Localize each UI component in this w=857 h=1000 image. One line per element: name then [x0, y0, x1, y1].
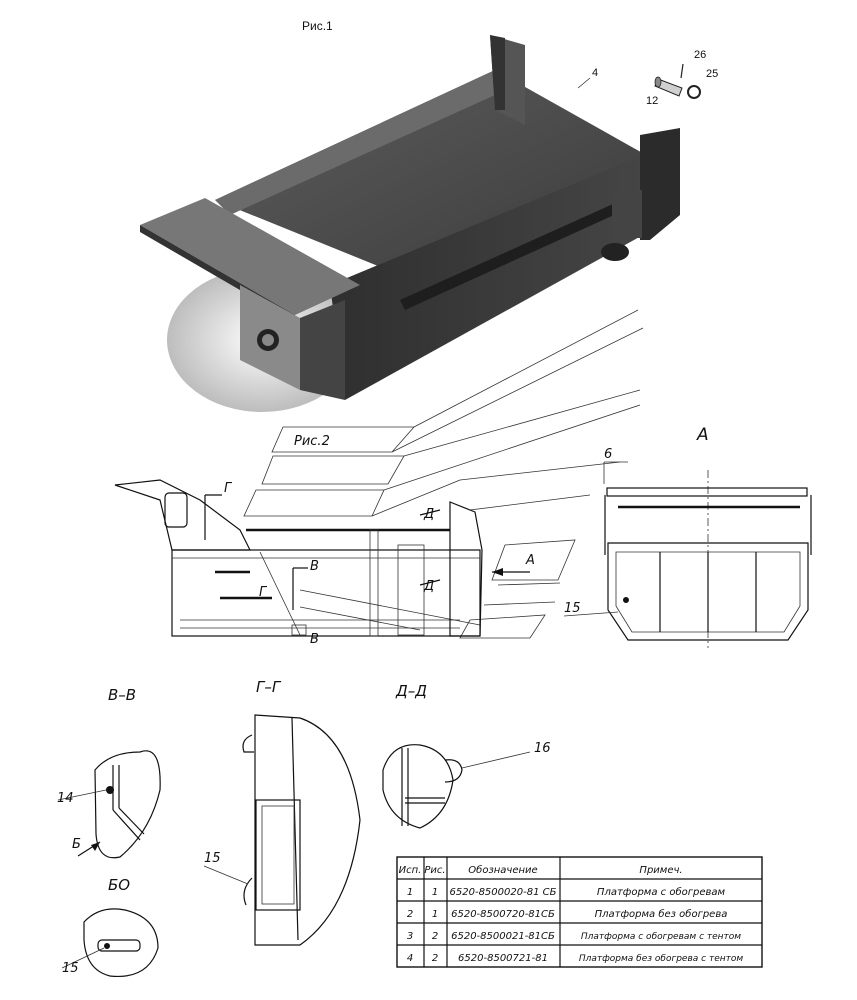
cell-variant: 2: [407, 909, 413, 920]
section-dd: [382, 744, 531, 829]
variants-table: [396, 856, 763, 968]
cell-figure: 2: [432, 953, 438, 964]
section-gg-title: Г–Г: [256, 678, 282, 696]
cell-figure: 1: [432, 887, 438, 898]
view-b-title: БО: [108, 876, 130, 894]
section-bb-title: В–В: [108, 686, 136, 704]
th-variant: Исп.: [399, 865, 422, 876]
cell-note: Платформа без обогрева с тентом: [579, 954, 744, 964]
cotter-26: [680, 63, 684, 79]
cell-note: Платформа без обогрева: [595, 908, 728, 920]
washer-25: [687, 85, 701, 99]
section-gg: [203, 714, 361, 946]
ref-label-fig2: Рис.2: [294, 434, 330, 449]
cell-designation: 6520-8500020-81 СБ: [450, 887, 557, 898]
section-bb-callout-14: 14: [57, 791, 74, 806]
table-row: 1 1 6520-8500020-81 СБ Платформа с обогр…: [407, 886, 726, 898]
view-b: [61, 908, 159, 978]
section-mark-v1: В: [310, 559, 319, 574]
body-rear-frame: [640, 128, 680, 240]
side-rear-frame: [449, 501, 483, 637]
cell-variant: 3: [407, 931, 413, 942]
view-a: [563, 461, 812, 648]
cell-variant: 1: [407, 887, 413, 898]
callout-25: 25: [706, 68, 718, 80]
cell-variant: 4: [407, 953, 413, 964]
section-mark-g2: Г: [259, 585, 268, 600]
th-note: Примеч.: [639, 865, 682, 876]
cab-protector: [140, 198, 360, 315]
th-designation: Обозначение: [468, 864, 537, 876]
figure-title: Рис.1: [302, 19, 333, 33]
view-a-callout-15: 15: [564, 601, 581, 616]
view-a-callout-6: 6: [604, 447, 612, 462]
callout-4: 4: [592, 67, 598, 79]
view-a-title: А: [696, 425, 709, 445]
body-side-wall: [330, 150, 670, 400]
dump-body-3d: [140, 35, 680, 412]
section-mark-d2: Д: [423, 579, 434, 594]
section-gg-callout-15: 15: [204, 851, 221, 866]
section-mark-v2: В: [310, 632, 319, 647]
cell-note: Платформа с обогревам с тентом: [581, 932, 741, 942]
callout-26: 26: [694, 49, 706, 61]
section-dd-title: Д–Д: [395, 682, 427, 700]
cell-designation: 6520-8500021-81СБ: [451, 931, 555, 942]
th-figure: Рис.: [424, 865, 445, 876]
hinge-pin-parts: [654, 63, 701, 99]
view-a-tailgate: [607, 542, 809, 641]
body-floor: [215, 70, 655, 285]
section-mark-d1: Д: [423, 507, 434, 522]
cell-figure: 2: [432, 931, 438, 942]
perspective-leaders: [243, 309, 644, 639]
table-header-row: Исп. Рис. Обозначение Примеч.: [399, 864, 683, 876]
table-row: 4 2 6520-8500721-81 Платформа без обогре…: [407, 953, 744, 964]
cell-designation: 6520-8500721-81: [458, 953, 548, 964]
cell-figure: 1: [432, 909, 438, 920]
side-canopy: [114, 479, 251, 551]
table-frame: [396, 856, 763, 968]
side-view: [114, 479, 530, 637]
callout-12: 12: [646, 95, 658, 107]
section-bb-arrow-label: Б: [72, 837, 81, 852]
side-body-outline: [171, 549, 481, 637]
section-bb: [57, 750, 161, 859]
section-mark-g1: Г: [224, 481, 233, 496]
table-row: 2 1 6520-8500720-81СБ Платформа без обог…: [407, 908, 728, 920]
cell-note: Платформа с обогревам: [597, 886, 726, 898]
section-dd-callout-16: 16: [534, 741, 551, 756]
section-mark-a: А: [525, 553, 535, 568]
table-row: 3 2 6520-8500021-81СБ Платформа с обогре…: [407, 931, 741, 942]
view-b-callout-15: 15: [62, 961, 79, 976]
cell-designation: 6520-8500720-81СБ: [451, 909, 555, 920]
